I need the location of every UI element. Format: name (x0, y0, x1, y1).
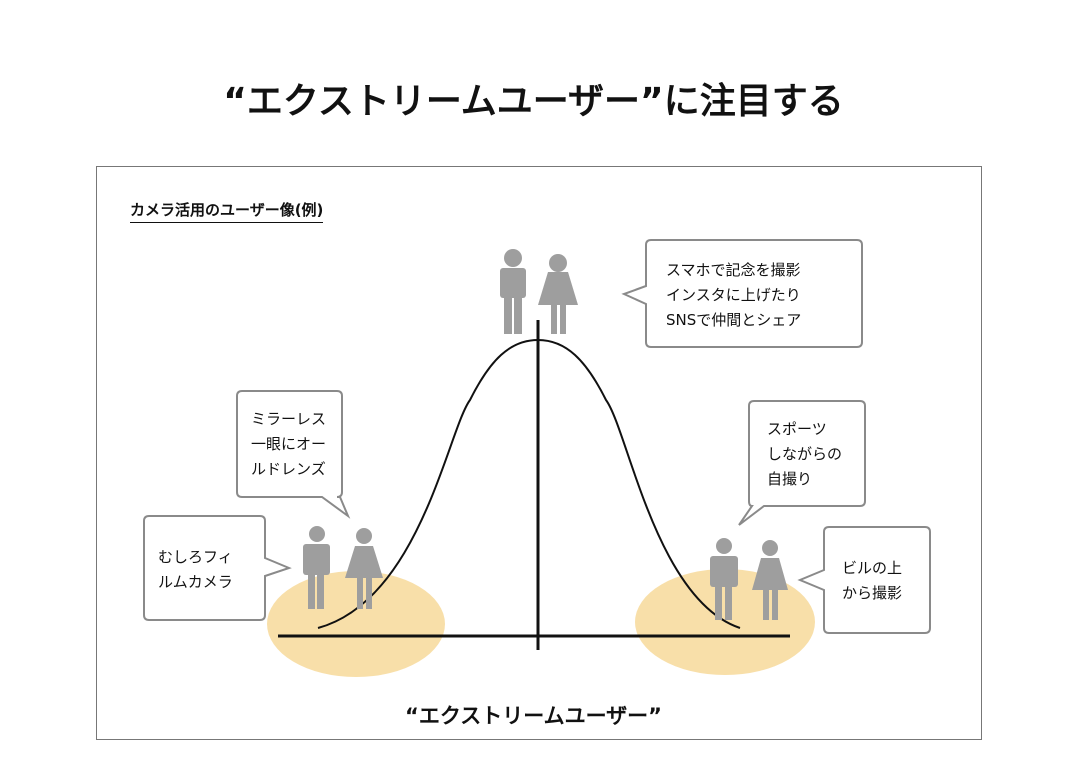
right-man-icon (710, 538, 738, 620)
diagram-frame (96, 166, 982, 740)
bubble-line: から撮影 (842, 584, 903, 602)
bubble-line: むしろフィ (158, 548, 233, 566)
left-lower-bubble-text: むしろフィ ルムカメラ (158, 545, 233, 595)
bubble-line: ミラーレス (251, 410, 327, 428)
center-man-icon (500, 249, 526, 334)
center-bubble-text: スマホで記念を撮影 インスタに上げたり SNSで仲間とシェア (666, 258, 801, 333)
left-lower-speech-bubble (143, 515, 292, 621)
diagram-subtitle: カメラ活用のユーザー像(例) (130, 199, 324, 223)
page-title: “エクストリームユーザー”に注目する (223, 81, 844, 122)
extreme-user-label: “エクストリームユーザー” (405, 704, 662, 728)
center-woman-icon (538, 254, 578, 334)
left-woman-icon (345, 528, 383, 609)
left-upper-bubble-text: ミラーレス 一眼にオー ルドレンズ (251, 407, 326, 482)
left-upper-speech-bubble (236, 390, 351, 519)
right-woman-icon (752, 540, 788, 620)
right-upper-bubble-text: スポーツ しながらの 自撮り (767, 417, 842, 492)
right-upper-speech-bubble (738, 400, 866, 526)
bubble-line: 自撮り (767, 470, 813, 488)
bell-curve (317, 338, 741, 629)
right-lower-speech-bubble (797, 526, 931, 634)
right-lower-bubble-text: ビルの上 から撮影 (842, 556, 902, 606)
left-man-icon (303, 526, 330, 609)
bubble-line: ビルの上 (842, 559, 903, 577)
bubble-line: 一眼にオー (251, 435, 327, 453)
center-speech-bubble (621, 239, 863, 348)
bubble-line: しながらの (767, 445, 843, 463)
bubble-line: スマホで記念を撮影 (666, 261, 801, 279)
bubble-line: SNSで仲間とシェア (666, 311, 802, 329)
left-highlight-ellipse (267, 571, 445, 677)
bubble-line: ルドレンズ (251, 460, 326, 478)
bubble-line: ルムカメラ (158, 573, 233, 591)
bubble-line: インスタに上げたり (666, 286, 801, 304)
bubble-line: スポーツ (767, 420, 827, 438)
